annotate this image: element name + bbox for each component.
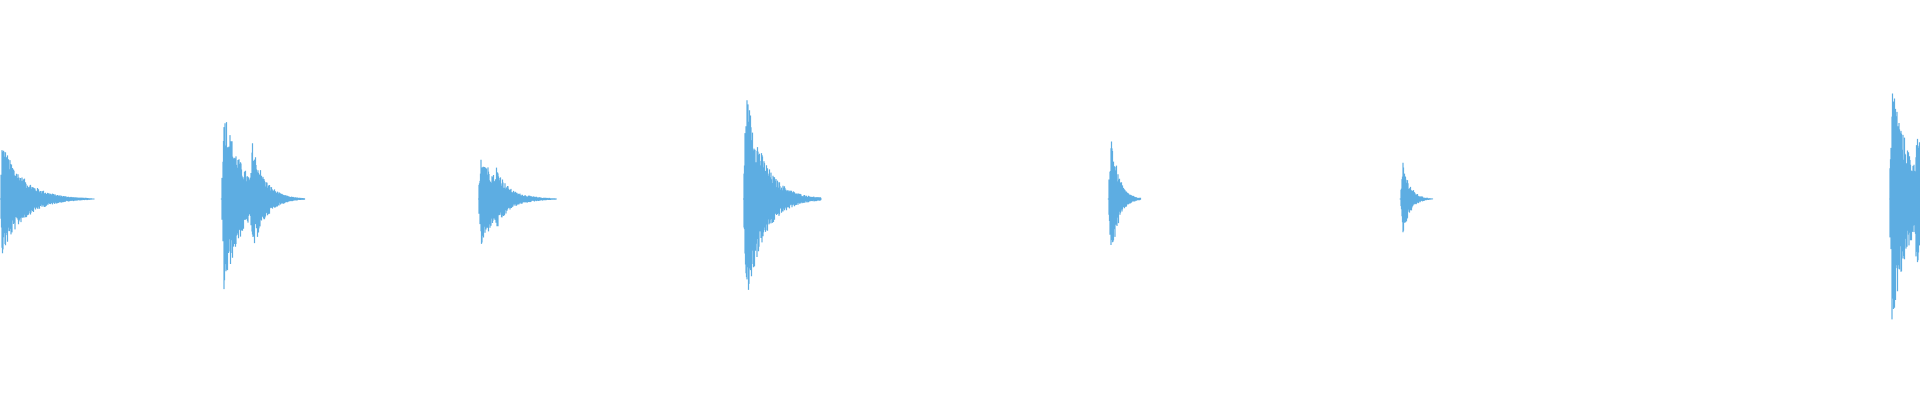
waveform-samples [0,93,1920,320]
waveform-trace [0,93,1920,320]
